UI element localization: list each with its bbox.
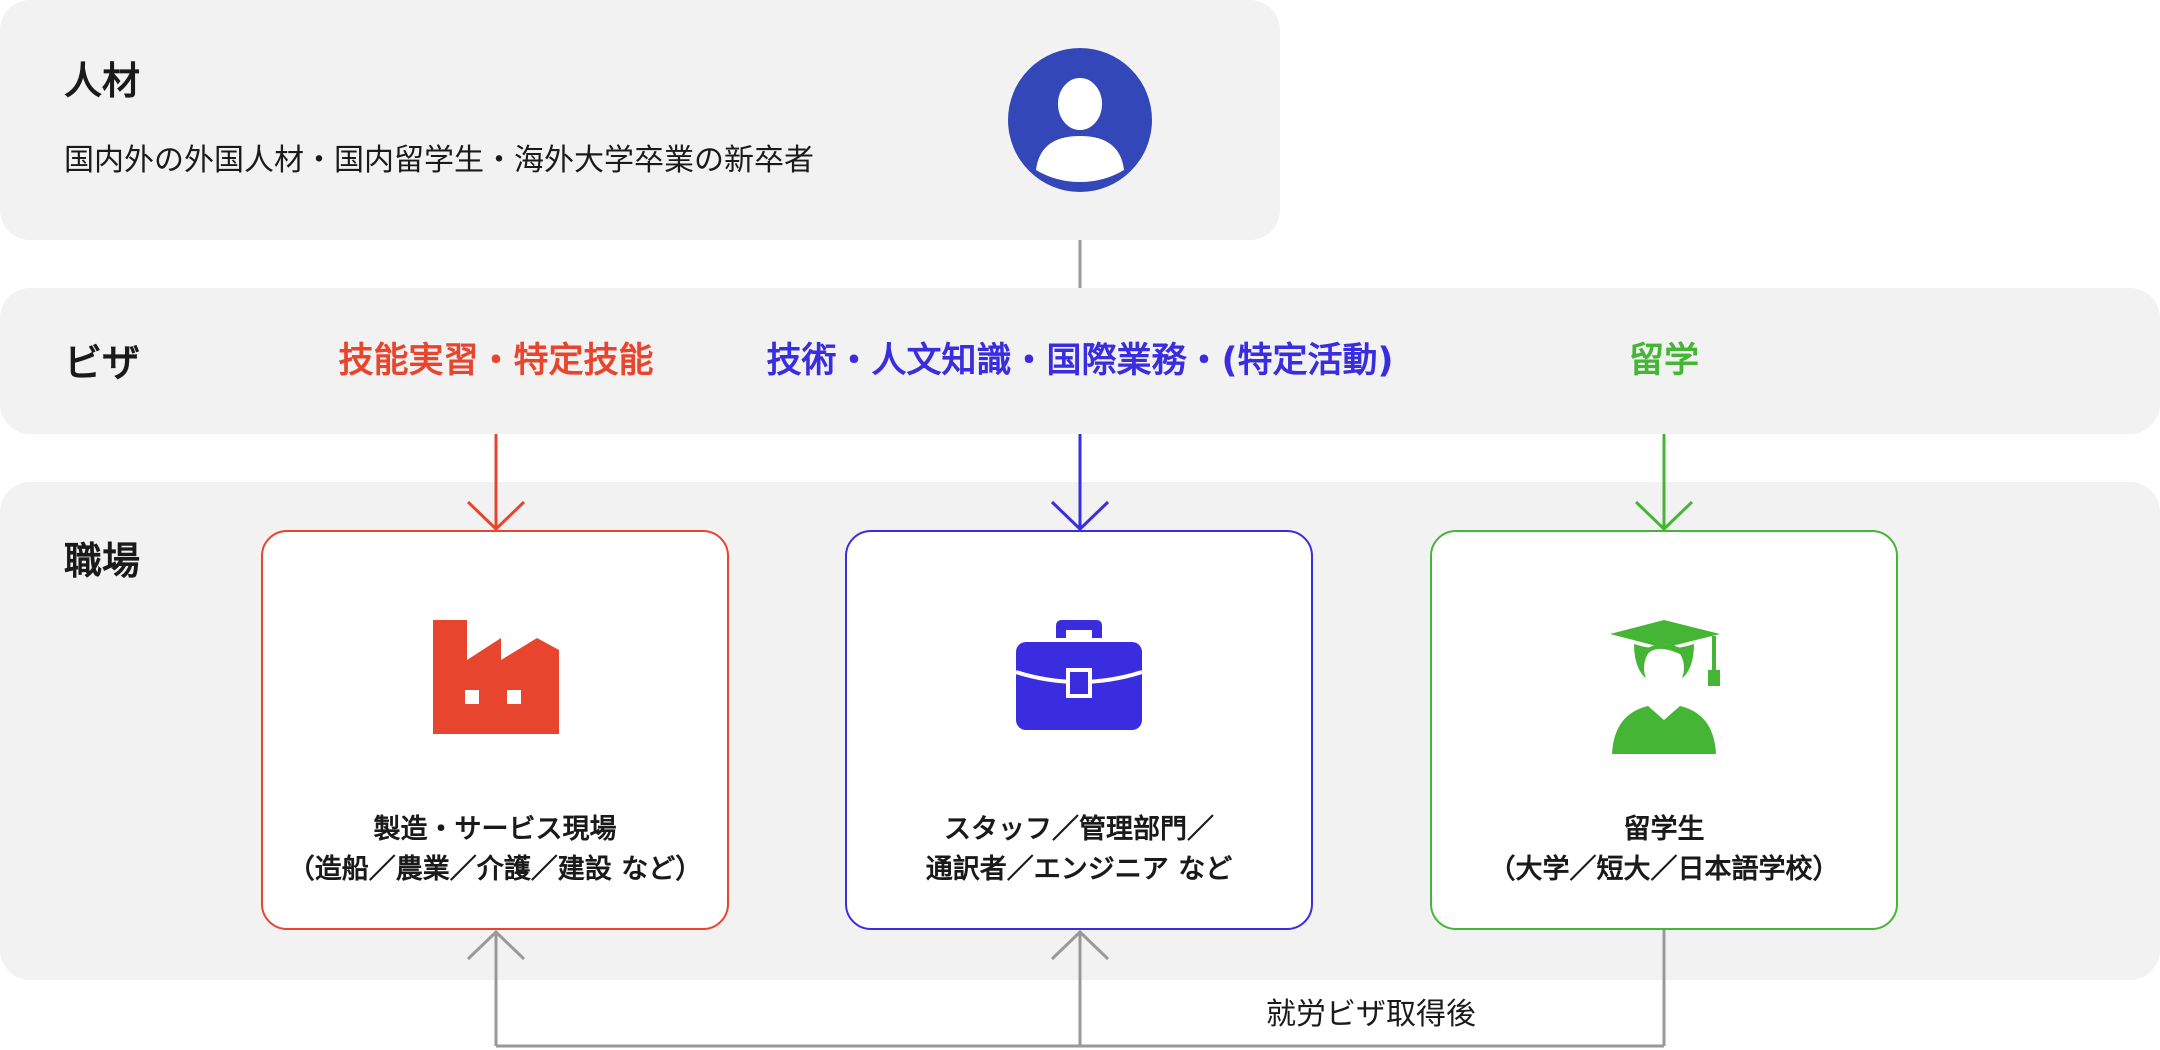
visa-category-engineer-specialist: 技術・人文知識・国際業務・(特定活動) [766, 341, 1394, 381]
after-work-visa-label: 就労ビザ取得後 [1266, 997, 1476, 1032]
card-line1: スタッフ／管理部門／ [944, 814, 1214, 845]
card-line2: （造船／農業／介護／建設 など） [287, 854, 703, 885]
workplace-label: 職場 [64, 539, 141, 583]
card-line1: 留学生 [1623, 814, 1705, 845]
visa-category-technical-intern: 技能実習・特定技能 [338, 341, 654, 381]
workplace-card-manufacturing: 製造・サービス現場 （造船／農業／介護／建設 など） [261, 530, 729, 930]
card-line1: 製造・サービス現場 [373, 814, 617, 845]
talent-description: 国内外の外国人材・国内留学生・海外大学卒業の新卒者 [64, 143, 814, 178]
card-line2: （大学／短大／日本語学校） [1488, 854, 1840, 885]
arrow-blue [1050, 434, 1110, 532]
person-avatar-icon [1008, 48, 1152, 192]
briefcase-icon [1015, 620, 1143, 736]
workplace-card-student: 留学生 （大学／短大／日本語学校） [1430, 530, 1898, 930]
factory-icon [431, 620, 559, 740]
arrow-red [466, 434, 526, 532]
feedback-connector [466, 929, 1666, 1048]
arrow-green [1634, 434, 1694, 532]
talent-label: 人材 [64, 59, 141, 103]
graduate-icon [1604, 620, 1724, 760]
visa-panel [0, 288, 2160, 434]
visa-category-student: 留学 [1628, 341, 1700, 381]
visa-label: ビザ [64, 341, 141, 385]
workplace-card-staff: スタッフ／管理部門／ 通訳者／エンジニア など [845, 530, 1313, 930]
card-line2: 通訳者／エンジニア など [925, 854, 1233, 885]
